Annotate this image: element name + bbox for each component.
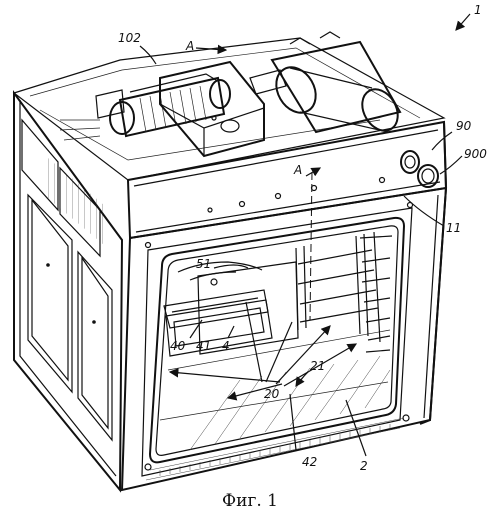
label-40: 40 [170,339,186,353]
label-51: 51 [196,257,211,271]
cavity-floor-hatch [189,355,391,451]
label-102: 102 [118,31,141,45]
oven-cavity [159,171,393,451]
label-42: 42 [302,455,317,469]
label-21: 21 [310,359,325,373]
label-1: 1 [474,3,482,17]
label-2: 2 [360,459,368,473]
motor-fins [139,85,207,133]
oven-body [12,37,448,493]
label-90: 90 [456,119,472,133]
label-20: 20 [264,387,280,401]
label-4: 4 [222,339,230,353]
bottom-gasket-ribs [159,424,391,476]
label-11: 11 [446,221,461,235]
label-41: 41 [196,339,211,353]
label-a-mid: A [293,163,302,177]
control-knob [400,150,439,188]
top-components [59,31,402,158]
label-a-top: A [185,39,194,53]
side-racks [295,231,393,353]
label-900: 900 [464,147,487,161]
reference-labels: 1 102 A A 90 900 11 51 40 41 4 20 21 42 … [118,3,487,473]
label-leaders [139,13,471,457]
figure-caption: Фиг. 1 [222,491,278,511]
